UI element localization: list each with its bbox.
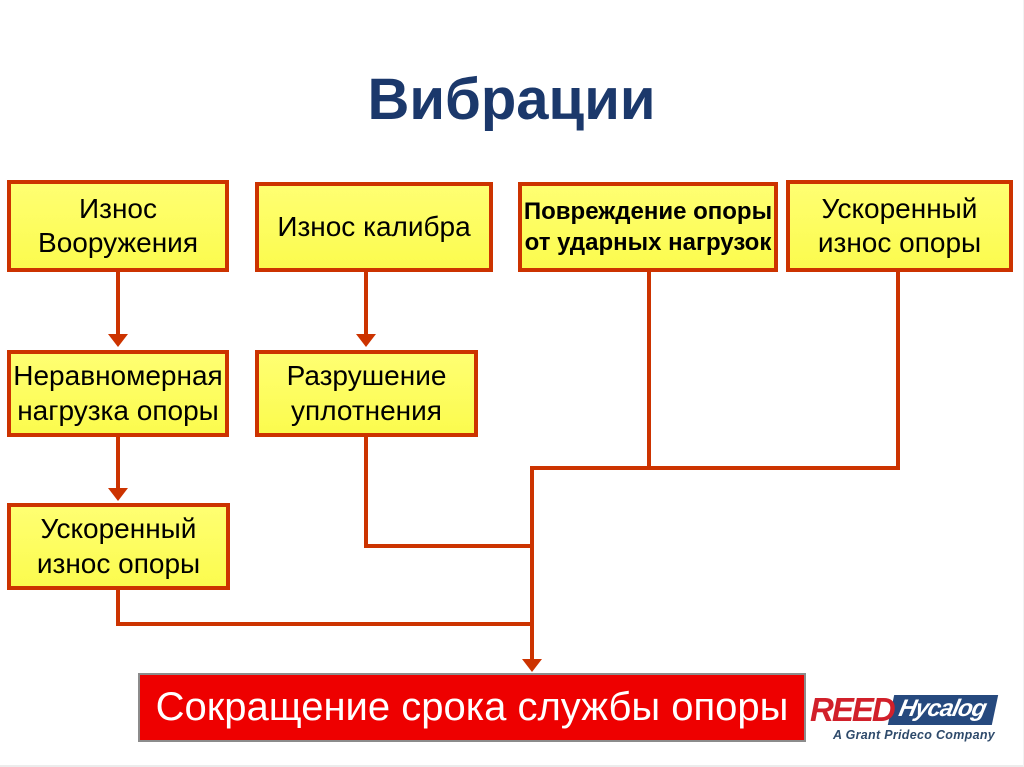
- connector-accweartop-down: [896, 270, 900, 470]
- logo-hycalog-banner: Hycalog: [887, 694, 999, 725]
- connector-main-to-result: [530, 466, 534, 659]
- node-accelerated-bearing-wear: Ускоренный износ опоры: [7, 503, 230, 590]
- connector-wearcutters-unevenload: [116, 270, 120, 334]
- logo-hycalog-text: Hycalog: [896, 694, 989, 722]
- node-label: Неравномерная нагрузка опоры: [13, 360, 223, 426]
- arrow-down-icon: [108, 334, 128, 347]
- node-label: Износ Вооружения: [38, 192, 198, 258]
- connector-accwear-down: [116, 588, 120, 626]
- node-seal-failure: Разрушение уплотнения: [255, 350, 478, 437]
- connector-gaugewear-sealfailure: [364, 270, 368, 334]
- logo-reed-text: REED: [810, 691, 896, 728]
- node-label: Повреждение опоры от ударных нагрузок: [523, 197, 773, 256]
- node-accelerated-bearing-wear-top: Ускоренный износ опоры: [786, 180, 1013, 272]
- connector-sealfailure-merge: [364, 544, 534, 548]
- node-uneven-bearing-load: Неравномерная нагрузка опоры: [7, 350, 229, 437]
- arrow-down-icon: [522, 659, 542, 672]
- logo-row: REED Hycalog: [810, 693, 1018, 726]
- node-label: Износ калибра: [277, 210, 471, 242]
- connector-unevenload-accwear: [116, 435, 120, 488]
- arrow-down-icon: [356, 334, 376, 347]
- result-label: Сокращение срока службы опоры: [155, 685, 789, 729]
- node-gauge-wear: Износ калибра: [255, 182, 493, 272]
- logo-tagline: A Grant Prideco Company: [832, 728, 996, 742]
- connector-accwear-merge: [116, 622, 534, 626]
- node-reduced-bearing-life: Сокращение срока службы опоры: [138, 673, 806, 742]
- reed-hycalog-logo: REED Hycalog A Grant Prideco Company: [806, 691, 1018, 744]
- page-title: Вибрации: [367, 67, 656, 132]
- arrow-down-icon: [108, 488, 128, 501]
- node-label: Разрушение уплотнения: [286, 360, 447, 426]
- node-label: Ускоренный износ опоры: [817, 192, 982, 258]
- node-wear-cutters: Износ Вооружения: [7, 180, 229, 272]
- connector-merge-right: [530, 466, 900, 470]
- node-bearing-shock-damage: Повреждение опоры от ударных нагрузок: [518, 182, 778, 272]
- connector-sealfailure-down: [364, 435, 368, 548]
- connector-shockdamage-down: [647, 270, 651, 470]
- node-label: Ускоренный износ опоры: [36, 513, 201, 579]
